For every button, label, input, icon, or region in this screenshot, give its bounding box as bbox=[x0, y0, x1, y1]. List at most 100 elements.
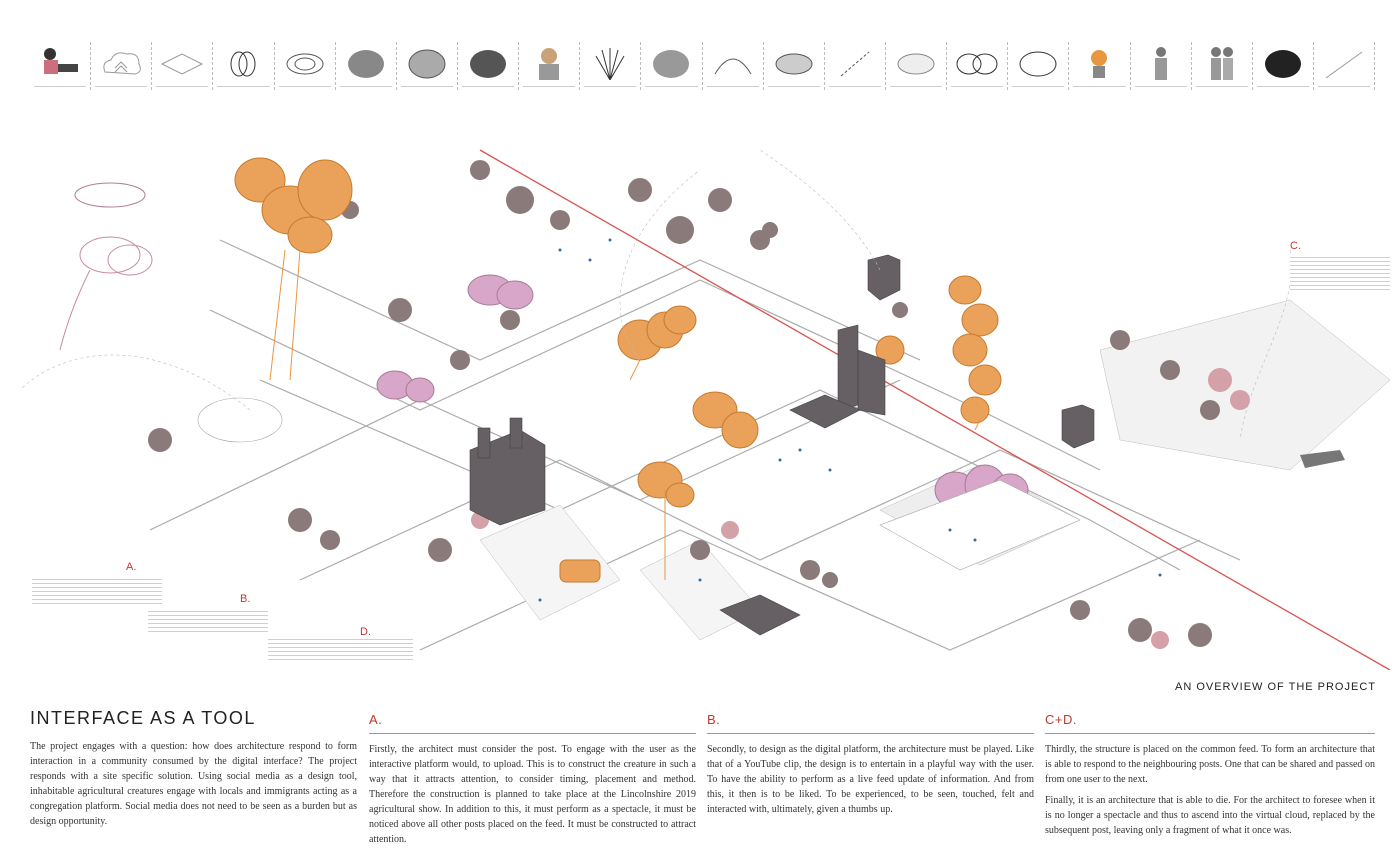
stick-icon bbox=[1325, 51, 1363, 79]
process-thumbnail-strip bbox=[30, 42, 1376, 92]
dark-mesh-icon bbox=[347, 50, 384, 78]
thumbnail-caption bbox=[217, 86, 270, 89]
thumbnail-caption bbox=[584, 86, 637, 89]
section-cd-column: C+D. Thirdly, the structure is placed on… bbox=[1045, 712, 1375, 838]
person-portrait-icon bbox=[539, 48, 560, 80]
thumbnail-item bbox=[1069, 42, 1131, 90]
section-cd-rule bbox=[1045, 733, 1375, 734]
curve-icon bbox=[714, 58, 751, 75]
thumbnail-item bbox=[458, 42, 520, 90]
thumbnail-item bbox=[825, 42, 886, 90]
section-a-label: A. bbox=[369, 712, 383, 727]
thumbnail-caption bbox=[951, 86, 1004, 89]
map-note-c bbox=[1290, 254, 1390, 290]
map-mark-a: A. bbox=[126, 561, 137, 573]
orange-balloon-creatures bbox=[234, 157, 1002, 583]
thumbnail-item bbox=[152, 42, 214, 90]
section-cd-label: C+D. bbox=[1045, 712, 1077, 727]
grey-blob-icon bbox=[653, 50, 690, 78]
section-b-column: B. Secondly, to design as the digital pl… bbox=[707, 712, 1034, 817]
map-mark-b: B. bbox=[240, 593, 251, 605]
thumbnail-item bbox=[886, 42, 948, 90]
pink-hanging-creature bbox=[59, 182, 153, 351]
thumbnail-item bbox=[703, 42, 764, 90]
thumbnail-item bbox=[1131, 42, 1192, 90]
thumbnail-item bbox=[580, 42, 642, 90]
map-note-b bbox=[148, 608, 268, 633]
intro-column: INTERFACE AS A TOOL The project engages … bbox=[30, 708, 357, 829]
site-axonometric-map bbox=[19, 149, 1391, 670]
thumbnail-caption bbox=[645, 86, 698, 89]
cathedral-buildings bbox=[469, 254, 1095, 636]
map-note-a bbox=[32, 576, 162, 606]
section-cd-text-1: Thirdly, the structure is placed on the … bbox=[1045, 744, 1375, 785]
map-mark-c: C. bbox=[1290, 240, 1301, 252]
thumbnail-caption bbox=[828, 86, 881, 89]
section-a-text: Firstly, the architect must consider the… bbox=[369, 744, 696, 845]
orange-tethers bbox=[269, 249, 981, 580]
thumbnail-item bbox=[1253, 42, 1314, 90]
cloud-upload-icon bbox=[103, 52, 141, 75]
thumbnail-caption bbox=[1134, 86, 1187, 89]
wheat-icon bbox=[595, 48, 625, 80]
thumbnail-item bbox=[91, 42, 153, 90]
ring-frame-icon bbox=[1019, 51, 1057, 77]
thumbnail-caption bbox=[889, 86, 943, 89]
plane-pieces-icon bbox=[897, 53, 935, 75]
section-b-rule bbox=[707, 733, 1034, 734]
boundary-line bbox=[479, 149, 1391, 670]
map-note-d bbox=[268, 636, 413, 662]
thumbnail-caption bbox=[339, 86, 392, 89]
thumbnail-item bbox=[641, 42, 703, 90]
thumbnail-item bbox=[1314, 42, 1376, 90]
thumbnail-caption bbox=[706, 86, 759, 89]
chain-icon bbox=[840, 51, 870, 77]
couple-icon bbox=[1210, 47, 1233, 80]
thumbnail-item bbox=[30, 42, 92, 90]
mesh-coil-icon bbox=[286, 53, 324, 75]
thumbnail-caption bbox=[1256, 86, 1309, 89]
dark-blob-icon bbox=[469, 50, 506, 78]
disc-stack-icon bbox=[775, 53, 813, 75]
thumbnail-item bbox=[336, 42, 397, 90]
thumbnail-item bbox=[947, 42, 1009, 90]
thumbnail-caption bbox=[523, 86, 576, 89]
thumbnail-item bbox=[213, 42, 275, 90]
intro-text: The project engages with a question: how… bbox=[30, 741, 357, 827]
thumbnail-item bbox=[764, 42, 825, 90]
section-b-text: Secondly, to design as the digital platf… bbox=[707, 744, 1034, 815]
page-title: INTERFACE AS A TOOL bbox=[30, 708, 256, 728]
thumbnail-caption bbox=[34, 86, 87, 89]
thumbnail-caption bbox=[156, 86, 209, 89]
field-hatching bbox=[479, 299, 1391, 641]
mesh-blob-icon bbox=[408, 49, 446, 79]
hand-orb-icon bbox=[1091, 50, 1108, 78]
section-cd-text-2: Finally, it is an architecture that is a… bbox=[1045, 795, 1375, 836]
thumbnail-caption bbox=[1195, 86, 1248, 89]
section-a-column: A. Firstly, the architect must consider … bbox=[369, 712, 696, 847]
overview-label: AN OVERVIEW OF THE PROJECT bbox=[1174, 681, 1376, 693]
thumbnail-item bbox=[397, 42, 458, 90]
thumbnail-item bbox=[1192, 42, 1253, 90]
thumbnail-caption bbox=[95, 86, 148, 89]
white-plazas bbox=[197, 397, 1081, 571]
person-at-desk-icon bbox=[44, 48, 78, 74]
ring-coil-icon bbox=[956, 53, 998, 75]
thumbnail-item bbox=[275, 42, 336, 90]
map-mark-d: D. bbox=[360, 626, 371, 638]
thumbnail-caption bbox=[400, 86, 453, 89]
person-icon bbox=[1154, 47, 1167, 80]
thumbnail-caption bbox=[1012, 86, 1065, 89]
grid-plane-icon bbox=[161, 53, 204, 75]
dashed-flows bbox=[19, 149, 1292, 441]
thumbnail-item bbox=[1008, 42, 1070, 90]
thumbnail-caption bbox=[278, 86, 331, 89]
section-b-label: B. bbox=[707, 712, 721, 727]
coil-icon bbox=[230, 51, 256, 77]
black-blob-icon bbox=[1264, 50, 1301, 78]
thumbnail-item bbox=[519, 42, 581, 90]
thumbnail-caption bbox=[1317, 86, 1371, 89]
boat bbox=[1300, 450, 1345, 468]
thumbnail-caption bbox=[461, 86, 515, 89]
section-a-rule bbox=[369, 733, 696, 734]
